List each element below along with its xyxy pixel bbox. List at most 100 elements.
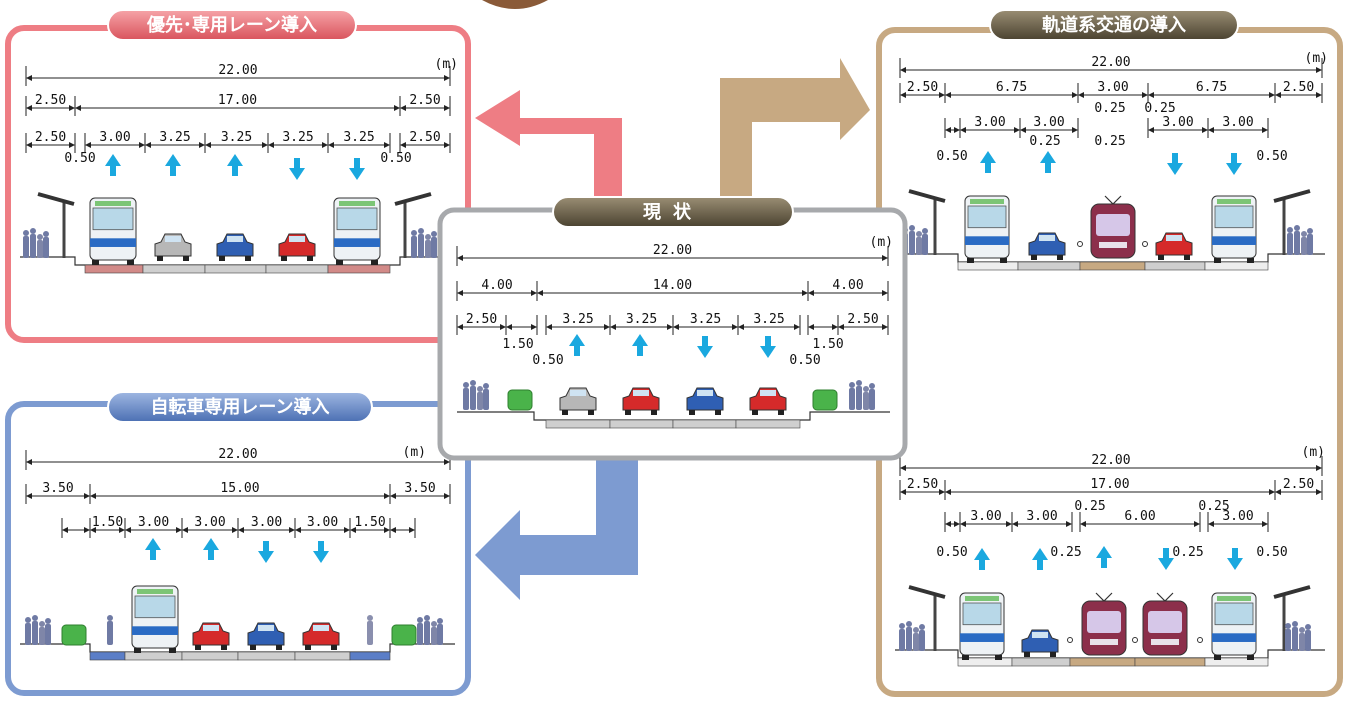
dimension-label: 2.50 [1283,477,1314,492]
dimension-label: 0.50 [936,545,967,560]
dimension-label: 3.25 [221,130,252,145]
car-wheel [157,256,163,261]
bus-icon [89,197,137,265]
bus-wheel [1214,258,1221,263]
unit-label: (m) [870,235,893,250]
dimension-label: 2.50 [35,93,66,108]
pedestrian-body [431,627,437,645]
pedestrian-body [906,627,912,651]
car-body [278,233,316,257]
pedestrian-head [470,380,476,386]
hedge-icon [61,624,87,646]
car-body [749,387,787,411]
tram-window [1096,214,1130,236]
up-arrow-icon [980,151,996,173]
bus-icon [131,585,179,653]
pedestrian-body [863,392,869,410]
dimension-label: 22.00 [218,447,257,462]
dimension-label: 2.50 [907,80,938,95]
pedestrian-icon [417,617,423,645]
road-lane-strip [349,651,391,661]
dimension-label: 0.25 [1050,545,1081,560]
pedestrian-head [431,231,437,237]
shelter-roof [37,192,75,206]
bus-wheel [995,655,1002,660]
car-body [622,387,660,411]
pedestrian-head [916,231,922,237]
pedestrian-icon [869,383,875,410]
pedestrian-head [477,386,483,392]
dimension-label: 2.50 [1283,80,1314,95]
tram-icon [1142,592,1188,656]
pedestrian-icon [418,228,424,258]
pedestrian-head [367,615,373,621]
arrow-to-priority [475,90,622,200]
dimension-label: 0.50 [532,353,563,368]
shelter-roof [908,189,946,203]
pedestrian-body [424,621,430,645]
bus-shelter-icon [1273,585,1311,651]
pedestrian-head [417,617,423,623]
car-wheel [1050,652,1056,657]
pedestrian-body [32,621,38,645]
down-arrow-icon [349,158,365,180]
pedestrian-body [45,624,51,645]
up-arrow-icon [1032,548,1048,570]
car-wheel [1031,255,1037,260]
road-lane-strip [1011,657,1071,667]
car-wheel [562,410,568,415]
shelter-roof [908,585,946,599]
car-wheel [307,256,313,261]
dimension-label: 0.25 [1094,101,1125,116]
dimension-label: 4.00 [481,278,512,293]
hedge-icon [812,389,838,411]
car-wheel [752,410,758,415]
pedestrian-body [470,386,476,410]
bus-sign [965,596,999,601]
dimension-label: 3.50 [404,481,435,496]
dimension-label: 3.00 [1026,509,1057,524]
tram-icon [1090,195,1136,259]
car-body [192,622,230,646]
bus-wheel [962,655,969,660]
bus-wheel [371,260,378,265]
pedestrian-icon [1292,621,1298,651]
title-rail: 軌道系交通の導入 [989,9,1239,41]
dimension-label: 1.50 [812,337,843,352]
pedestrian-icon [1301,231,1307,255]
pedestrian-body [107,621,113,645]
car-wheel [195,645,201,650]
pedestrian-icon [1294,225,1300,255]
road-lane-strip [89,651,126,661]
car-window [760,390,776,396]
car-icon [749,387,787,415]
car-window [165,236,181,242]
road-lane-strip [142,264,206,274]
unit-label: (m) [403,445,426,460]
road-lane-strip [735,419,801,429]
bus-sign [339,201,375,206]
road-lane-strip [609,419,674,429]
pedestrian-body [922,234,928,255]
pedestrian-head [899,623,905,629]
down-arrow-icon [289,158,305,180]
tram-window [1087,611,1121,633]
dimension-label: 3.25 [562,312,593,327]
dimension-label: 0.25 [1094,134,1125,149]
dimension-label: 0.25 [1144,101,1175,116]
dimension-label: 3.00 [1162,115,1193,130]
pedestrian-body [43,237,49,258]
pedestrian-head [1292,621,1298,627]
pedestrian-icon [913,627,919,651]
bus-stripe [960,633,1004,642]
up-arrow-icon [1096,546,1112,568]
pedestrian-icon [43,231,49,258]
car-wheel [221,645,227,650]
dimension-label: 3.25 [753,312,784,327]
pedestrian-icon [483,383,489,410]
pedestrian-body [1305,630,1311,651]
pole-marker [1132,637,1138,643]
down-arrow-icon [1167,153,1183,175]
